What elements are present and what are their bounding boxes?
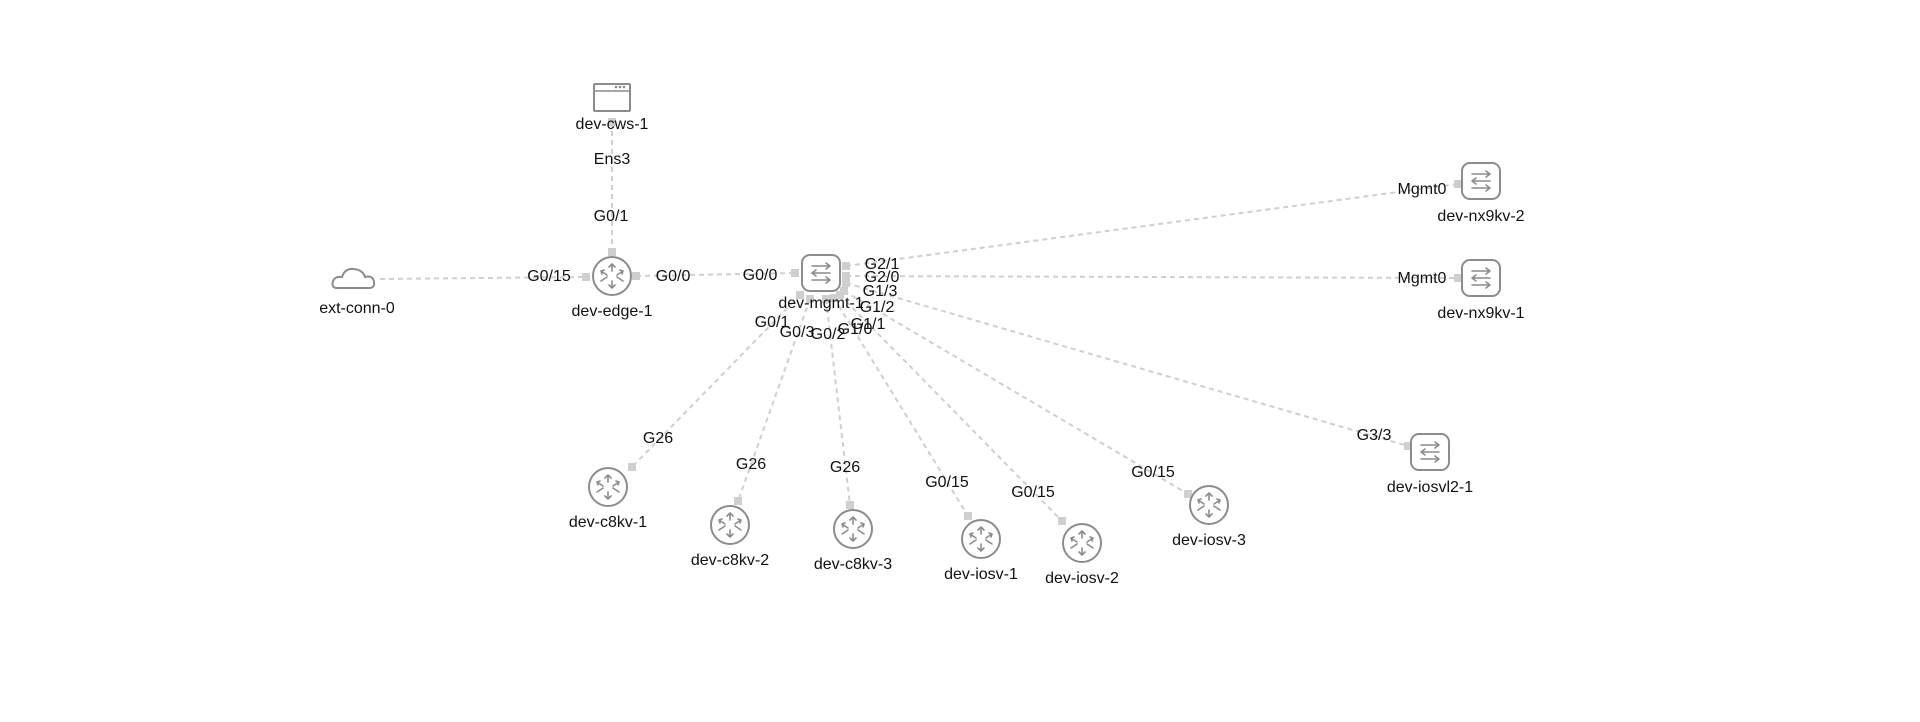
port-label: G1/2 — [860, 299, 895, 316]
node-label: dev-iosvl2-1 — [1387, 479, 1473, 496]
port-label: G3/3 — [1357, 427, 1392, 444]
link-dev-mgmt-1-to-dev-iosv-3[interactable] — [843, 290, 1189, 495]
port-marker — [734, 497, 742, 505]
port-label: G2/1 — [865, 256, 900, 273]
port-marker — [582, 273, 590, 281]
node-dev-iosv-2[interactable]: dev-iosv-2 — [1045, 523, 1119, 587]
port-label: G26 — [736, 456, 766, 473]
node-dev-nx9kv-1[interactable]: dev-nx9kv-1 — [1437, 259, 1525, 322]
port-label: G26 — [643, 430, 673, 447]
port-marker — [791, 269, 799, 277]
port-marker — [1184, 490, 1192, 498]
node-dev-edge-1[interactable]: dev-edge-1 — [572, 256, 653, 320]
node-label: dev-iosv-2 — [1045, 570, 1119, 587]
port-label: G1/1 — [851, 316, 886, 333]
node-label: dev-mgmt-1 — [778, 295, 863, 312]
port-label: G0/15 — [1131, 464, 1175, 481]
port-marker — [842, 279, 850, 287]
server-icon — [593, 83, 631, 112]
switch-icon — [1461, 162, 1501, 200]
port-marker — [1454, 274, 1462, 282]
link-dev-mgmt-1-to-dev-c8kv-1[interactable] — [631, 294, 801, 468]
port-label: G0/15 — [527, 268, 571, 285]
link-dev-mgmt-1-to-dev-iosv-2[interactable] — [839, 294, 1063, 522]
node-dev-iosv-3[interactable]: dev-iosv-3 — [1172, 485, 1246, 549]
node-label: dev-nx9kv-2 — [1437, 208, 1524, 225]
nodes-layer: ext-conn-0 dev-edge-1 dev-cws-1 dev-mgmt-1 d… — [319, 83, 1525, 587]
node-label: dev-cws-1 — [576, 116, 649, 133]
router-icon — [1189, 485, 1229, 525]
node-dev-iosvl2-1[interactable]: dev-iosvl2-1 — [1387, 433, 1473, 496]
link-dev-mgmt-1-to-dev-iosv-1[interactable] — [833, 297, 969, 517]
link-dev-mgmt-1-to-dev-c8kv-3[interactable] — [825, 298, 851, 506]
node-dev-iosv-1[interactable]: dev-iosv-1 — [944, 519, 1018, 583]
port-label: G0/3 — [780, 324, 815, 341]
router-icon — [592, 256, 632, 296]
port-label: G26 — [830, 459, 860, 476]
node-dev-c8kv-1[interactable]: dev-c8kv-1 — [569, 467, 647, 531]
port-label: G1/0 — [838, 321, 873, 338]
port-marker — [628, 463, 636, 471]
port-label: G0/0 — [743, 267, 778, 284]
port-marker — [830, 294, 838, 302]
port-label: G0/15 — [1011, 484, 1055, 501]
port-marker — [846, 501, 854, 509]
router-icon — [1062, 523, 1102, 563]
node-label: dev-iosv-1 — [944, 566, 1018, 583]
port-label: G0/1 — [594, 208, 629, 225]
node-label: dev-edge-1 — [572, 303, 653, 320]
port-marker — [632, 272, 640, 280]
port-marker — [1058, 517, 1066, 525]
link-dev-mgmt-1-to-dev-nx9kv-1[interactable] — [845, 275, 1459, 279]
port-label: G0/0 — [656, 268, 691, 285]
port-marker — [608, 118, 616, 126]
node-label: dev-iosv-3 — [1172, 532, 1246, 549]
router-icon — [588, 467, 628, 507]
switch-icon — [1410, 433, 1450, 471]
link-dev-mgmt-1-to-dev-nx9kv-2[interactable] — [845, 183, 1459, 267]
port-label: G0/15 — [925, 474, 969, 491]
port-marker — [1454, 180, 1462, 188]
router-icon — [710, 505, 750, 545]
port-label: G0/1 — [755, 314, 790, 331]
link-dev-mgmt-1-to-dev-iosvl2-1[interactable] — [845, 282, 1409, 447]
port-marker — [842, 272, 850, 280]
port-label: G0/2 — [811, 326, 846, 343]
node-dev-c8kv-3[interactable]: dev-c8kv-3 — [814, 509, 892, 573]
port-marker — [1404, 442, 1412, 450]
node-dev-cws-1[interactable]: dev-cws-1 — [576, 83, 649, 133]
node-dev-nx9kv-2[interactable]: dev-nx9kv-2 — [1437, 162, 1525, 225]
port-label: G1/3 — [863, 283, 898, 300]
port-label: Ens3 — [594, 151, 631, 168]
port-marker — [806, 295, 814, 303]
node-label: dev-c8kv-1 — [569, 514, 647, 531]
port-marker — [822, 295, 830, 303]
node-dev-c8kv-2[interactable]: dev-c8kv-2 — [691, 505, 769, 569]
node-label: dev-c8kv-2 — [691, 552, 769, 569]
router-icon — [961, 519, 1001, 559]
cloud-icon — [331, 267, 376, 289]
links-layer — [379, 118, 1462, 525]
node-label: ext-conn-0 — [319, 300, 395, 317]
switch-icon — [801, 254, 841, 292]
node-ext-conn-0[interactable]: ext-conn-0 — [319, 267, 395, 317]
port-label: Mgmt0 — [1398, 181, 1447, 198]
node-label: dev-nx9kv-1 — [1437, 305, 1524, 322]
port-marker — [796, 291, 804, 299]
link-ext-conn-0-to-dev-edge-1[interactable] — [379, 276, 585, 280]
node-label: dev-c8kv-3 — [814, 556, 892, 573]
port-marker — [836, 291, 844, 299]
node-dev-mgmt-1[interactable]: dev-mgmt-1 — [778, 254, 864, 312]
port-marker — [842, 262, 850, 270]
port-label: G2/0 — [865, 269, 900, 286]
router-icon — [833, 509, 873, 549]
switch-icon — [1461, 259, 1501, 297]
port-label: Mgmt0 — [1398, 270, 1447, 287]
port-marker — [964, 512, 972, 520]
port-marker — [608, 248, 616, 256]
